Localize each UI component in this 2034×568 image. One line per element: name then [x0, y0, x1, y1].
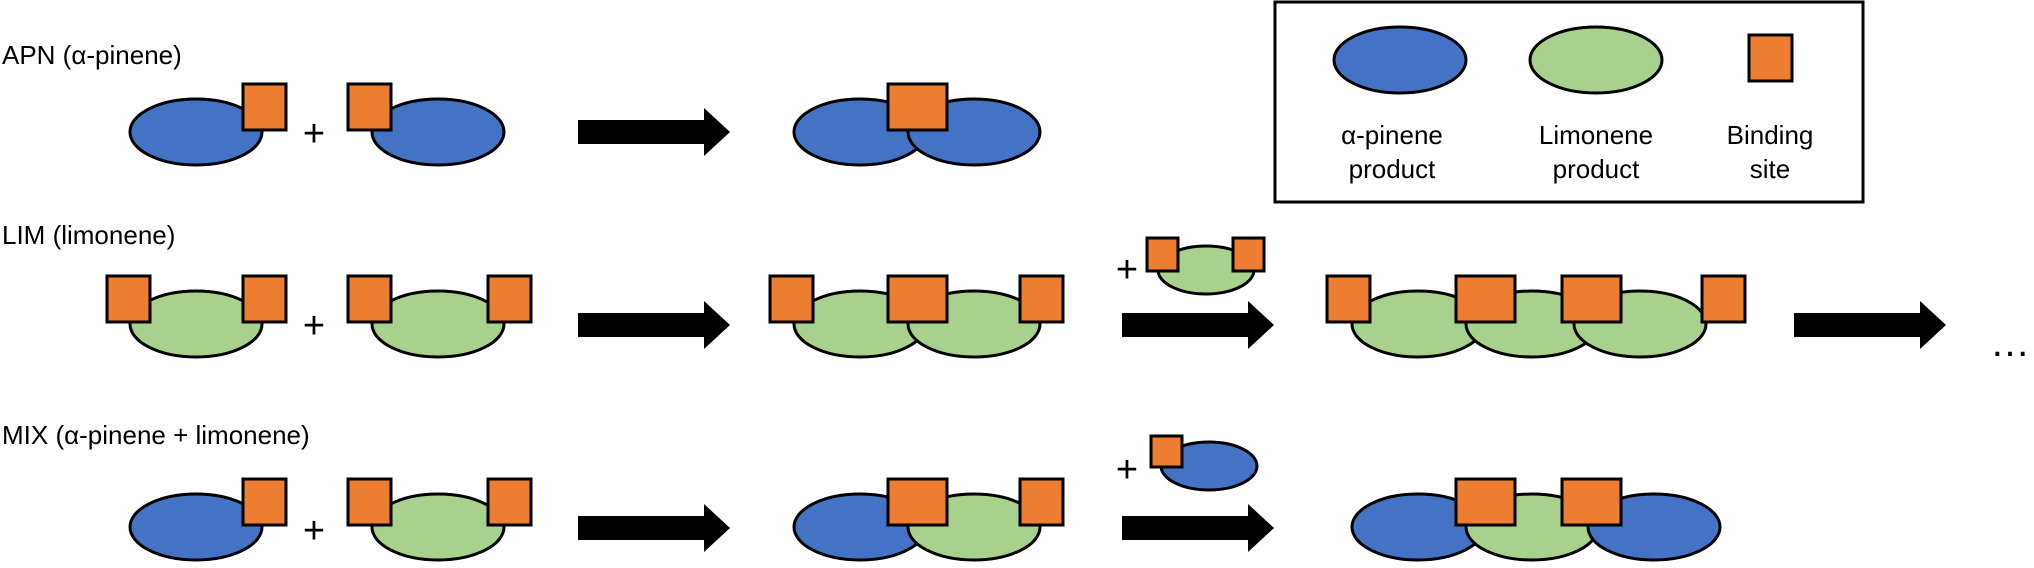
binding-site-square — [1018, 477, 1065, 527]
lim-product-ellipse — [128, 289, 264, 359]
binding-site-square — [1560, 274, 1623, 324]
binding-site-square — [1454, 274, 1517, 324]
binding-site-square — [1145, 236, 1180, 273]
mix-dimer — [792, 477, 1065, 562]
binding-site-square — [486, 274, 533, 324]
legend-apn-line1: α-pinene — [1341, 120, 1443, 150]
lim-product-ellipse — [370, 289, 506, 359]
binding-site-square — [1018, 274, 1065, 324]
plus-sign: + — [303, 510, 325, 552]
apn-product-ellipse — [128, 492, 264, 562]
apn-dimer — [792, 82, 1042, 167]
reaction-arrow — [578, 504, 730, 552]
legend-site-line2: site — [1750, 154, 1790, 184]
reaction-arrow — [1122, 301, 1274, 349]
legend-site-swatch — [1747, 33, 1794, 83]
binding-site-square — [768, 274, 815, 324]
lim-reactant-1 — [105, 274, 288, 359]
legend-lim-line2: product — [1553, 154, 1640, 184]
reaction-arrow — [1122, 504, 1274, 552]
binding-site-square — [241, 82, 288, 132]
legend-apn-line2: product — [1349, 154, 1436, 184]
binding-site-square — [1700, 274, 1747, 324]
binding-site-square — [1454, 477, 1517, 527]
binding-site-square — [241, 477, 288, 527]
binding-site-square — [886, 477, 949, 527]
lim-dimer — [768, 274, 1065, 359]
mix-added-apn: + — [1116, 434, 1259, 492]
binding-site-square — [886, 274, 949, 324]
reaction-arrow — [1794, 301, 1946, 349]
legend-site-line1: Binding — [1727, 120, 1814, 150]
legend: α-pinene product Limonene product Bindin… — [1273, 0, 1865, 204]
lim-product-ellipse — [370, 492, 506, 562]
lim-trimer — [1325, 274, 1747, 359]
binding-site-square — [1325, 274, 1372, 324]
binding-site-square — [346, 274, 393, 324]
binding-site-square — [346, 477, 393, 527]
mix-reactant-apn — [128, 477, 288, 562]
apn-product-ellipse — [128, 97, 264, 167]
legend-lim-line1: Limonene — [1539, 120, 1653, 150]
binding-site-square — [1149, 434, 1184, 469]
apn-reactant-2 — [346, 82, 506, 167]
plus-sign: + — [303, 305, 325, 347]
plus-sign: + — [303, 113, 325, 155]
row-label-mix: MIX (α-pinene + limonene) — [2, 420, 310, 450]
binding-site-square — [1231, 236, 1266, 273]
reaction-arrow — [578, 301, 730, 349]
row-label-lim: LIM (limonene) — [2, 220, 175, 250]
row-label-apn: APN (α-pinene) — [2, 40, 182, 70]
apn-reactant-1 — [128, 82, 288, 167]
binding-site-square — [105, 274, 152, 324]
binding-site-square — [346, 82, 393, 132]
lim-added-monomer: + — [1116, 236, 1266, 296]
plus-sign: + — [1116, 249, 1138, 291]
reaction-arrow — [578, 108, 730, 156]
mix-reactant-lim — [346, 477, 533, 562]
lim-reactant-2 — [346, 274, 533, 359]
binding-site-square — [1560, 477, 1623, 527]
binding-site-square — [886, 82, 949, 132]
legend-apn-swatch — [1332, 25, 1468, 95]
apn-product-ellipse — [370, 97, 506, 167]
mix-trimer — [1350, 477, 1722, 562]
binding-site-square — [486, 477, 533, 527]
continuation-ellipsis: … — [1990, 321, 2030, 365]
plus-sign: + — [1116, 449, 1138, 491]
legend-lim-swatch — [1528, 25, 1664, 95]
binding-site-square — [241, 274, 288, 324]
